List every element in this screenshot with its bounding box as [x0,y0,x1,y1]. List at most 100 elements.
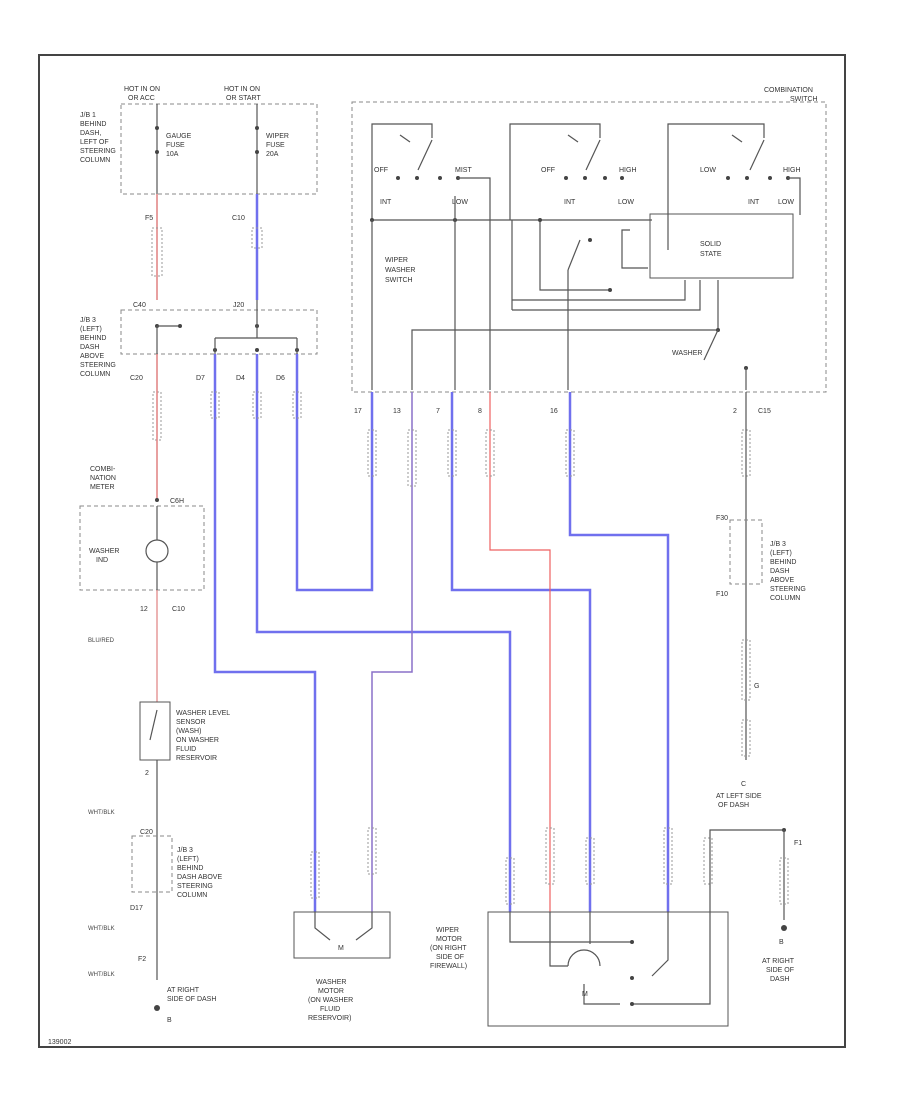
wl-l5: RESERVOIR [176,755,217,762]
conn-f1: F1 [794,840,802,847]
ground-right2-l0: AT RIGHT [762,958,795,965]
pin-8: 8 [478,408,482,415]
washer-ind-l1: IND [96,557,108,564]
washer-motor-box [293,911,391,959]
gauge-fuse-l2: 10A [166,151,179,158]
pin-13: 13 [393,408,401,415]
sw-off-2: OFF [541,167,555,174]
pin-c15: C15 [758,408,771,415]
washer-indicator-lamp [145,539,169,563]
jb1-l3: LEFT OF [80,139,109,146]
gauge-fuse: GAUGE FUSE 10A [155,104,192,194]
wire-tags [152,391,751,905]
jb3b-l4: STEERING [177,883,213,890]
jb3b-l2: BEHIND [177,865,203,872]
wpm-l3: SIDE OF [436,954,464,961]
wl-l3: ON WASHER [176,737,219,744]
jb3-top-box [120,309,318,355]
diagram-frame [38,54,846,1048]
conn-c20: C20 [130,375,143,382]
jb1-l5: COLUMN [80,157,110,164]
jb3-bottom-box [131,835,173,893]
pin-2: 2 [733,408,737,415]
jb3r-l0: J/B 3 [770,541,786,548]
svg-text:M: M [582,991,588,998]
conn-c10-meter: C10 [172,606,185,613]
conn-f30: F30 [716,515,728,522]
combination-switch-box [351,101,827,393]
ground-right-2 [781,925,787,931]
sw-int-1: INT [380,199,392,206]
hot-label-1b: OR ACC [128,95,155,102]
wiper-fuse-l2: 20A [266,151,279,158]
jb1-l1: BEHIND [80,121,106,128]
conn-jb3b-c20: C20 [140,829,153,836]
ground-right-1 [154,1005,160,1011]
jb1-label: J/B 1 BEHIND DASH, LEFT OF STEERING COLU… [80,112,116,164]
wire-pin7-motor [450,392,592,912]
wire-tag-2 [251,227,263,249]
jb1-l4: STEERING [80,148,116,155]
wire-pin13-washer-motor [371,392,413,912]
sw-ss-out1 [512,280,686,301]
hot-label-2b: OR START [226,95,261,102]
conn-f5: F5 [145,215,153,222]
hot-label-1a: HOT IN ON [124,86,160,93]
pin-lvl-2: 2 [145,770,149,777]
sw-high-2: HIGH [783,167,801,174]
wire-d4-motor [255,354,512,912]
ground-left-l0: AT LEFT SIDE [716,793,762,800]
wpm-l0: WIPER [436,927,459,934]
solid-state-l1: STATE [700,251,722,258]
wws-l1: WASHER [385,267,415,274]
sw-ss-link [621,229,648,269]
gauge-fuse-l1: FUSE [166,142,185,149]
wire-label-wht-blk-3: WHT/BLK [88,972,115,978]
conn-c6h: C6H [170,498,184,505]
wpm-l2: (ON RIGHT [430,945,467,952]
sw-mist: MIST [455,167,472,174]
sw-bank-1-contacts: OFF MIST INT LOW [374,134,491,206]
wire-label-wht-blk-2: WHT/BLK [88,926,115,932]
sw-off-1: OFF [374,167,388,174]
wl-l0: WASHER LEVEL [176,710,230,717]
wl-l1: SENSOR [176,719,206,726]
jb3r-l1: (LEFT) [770,550,792,557]
wire-d7-washer-motor [213,354,317,912]
jb1-l2: DASH, [80,130,101,137]
jb3r-l2: BEHIND [770,559,796,566]
jb3-right-box [729,519,763,585]
jb3t-l5: STEERING [80,362,116,369]
jb3r-l5: STEERING [770,586,806,593]
sw-int-2: INT [564,199,576,206]
conn-c40: C40 [133,302,146,309]
wire-label-wht-blk-1: WHT/BLK [88,810,115,816]
conn-jb3b-f2: F2 [138,956,146,963]
ground-right1-id: B [167,1017,172,1024]
jb3b-l5: COLUMN [177,892,207,899]
meter-box [79,505,205,591]
wire-pin8-motor [489,392,551,912]
conn-d7: D7 [196,375,205,382]
jb1-box [120,103,318,195]
wire-pin16-motor [568,392,670,912]
wm-l3: FLUID [320,1006,340,1013]
jb3b-l0: J/B 3 [177,847,193,854]
wire-motor-ground [709,829,784,912]
jb3t-l4: ABOVE [80,353,104,360]
washer-sw-label: WASHER [672,350,702,357]
conn-jb3b-d17: D17 [130,905,143,912]
wm-l2: (ON WASHER [308,997,353,1004]
jb3r-l6: COLUMN [770,595,800,602]
sw-bank-3 [667,123,765,220]
pin-16: 16 [550,408,558,415]
jb3t-l0: J/B 3 [80,317,96,324]
ground-left-id: G [754,683,759,690]
jb3b-l1: (LEFT) [177,856,199,863]
sw-wire-13 [411,280,719,390]
jb1-l0: J/B 1 [80,112,96,119]
pin-12: 12 [140,606,148,613]
wm-l4: RESERVOIR) [308,1015,351,1022]
wpm-l1: MOTOR [436,936,462,943]
